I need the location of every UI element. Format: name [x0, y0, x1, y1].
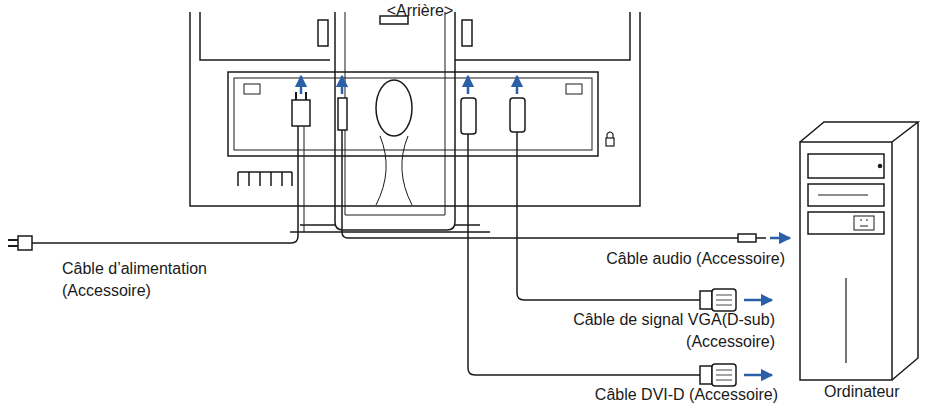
cable-label: Câble DVI-D (Accessoire): [500, 384, 778, 406]
computer-drawing: [796, 118, 926, 382]
view-heading: <Arrière>: [340, 0, 500, 22]
cable-label: Câble de signal VGA(D-sub) (Accessoire): [500, 309, 775, 353]
cable-label: Câble audio (Accessoire): [500, 248, 785, 270]
cable-label: Câble d’alimentation (Accessoire): [62, 258, 247, 302]
computer-caption: Ordinateur: [796, 382, 932, 402]
computer-tower: Ordinateur: [796, 118, 932, 402]
